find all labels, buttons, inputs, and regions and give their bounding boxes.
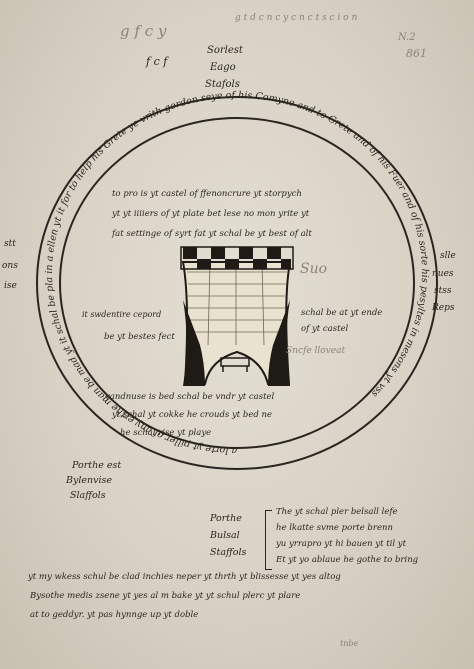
tower-drawing: [180, 246, 294, 386]
north-label-1: Sorlest: [207, 45, 243, 56]
bottom-paragraph-line-1: yt my wkess schul be clad inchies neper …: [28, 572, 341, 582]
right-note: Suo: [300, 261, 328, 277]
bottom-left-label-2: Bylenvise: [66, 475, 113, 486]
bottom-left-label-3: Slaffols: [70, 490, 106, 501]
bottom-faint-note: tnbe: [340, 639, 359, 648]
right-margin-note-1: slle: [440, 251, 456, 261]
bottom-paragraph-line-3: at to geddyr. yt pas hynnge up yt doble: [30, 610, 199, 620]
left-margin-note-3: ise: [4, 281, 17, 291]
left-margin-note-2: ons: [2, 261, 18, 271]
bottom-right-line-2: he lkatte svme porte brenn: [276, 523, 393, 533]
right-margin-note-4: Reps: [432, 303, 455, 313]
bottom-paragraph-line-2: Bysothe medis zsene yt yes al m bake yt …: [30, 591, 301, 601]
top-scribble-right: g t d c n c y c n c t s c i o n: [235, 13, 358, 23]
bottom-center-label-2: Bulsal: [210, 530, 240, 541]
bottom-right-bracket: [265, 510, 272, 570]
inner-left-note-1: it swdentire cepord: [82, 310, 162, 319]
bottom-left-label-1: Porthe est: [72, 460, 122, 471]
right-margin-note-2: nues: [432, 269, 454, 279]
inner-right-faint: Sncfe lloveat: [286, 346, 346, 356]
inner-bottom-line-1: yandnuse is bed schal be vndr yt castel: [105, 392, 275, 402]
inner-left-note-2: be yt bestes fect: [104, 332, 175, 342]
north-label-2: Eago: [210, 62, 236, 73]
inner-top-line-3: fat settinge of syrt fat yt schal be yt …: [112, 229, 312, 239]
bottom-center-label-1: Porthe: [210, 513, 242, 524]
outer-ring: [36, 96, 438, 470]
north-label-3: Stafols: [205, 79, 240, 90]
top-scribble-left: g f c y: [120, 22, 167, 40]
inner-ring: [59, 117, 415, 449]
left-margin-note-1: stt: [4, 239, 16, 249]
inner-top-line-2: yt yt iiiiers of yt plate bet lese no mo…: [112, 209, 310, 219]
inner-right-note-1: schal be at yt ende: [301, 308, 383, 318]
top-corner-note: N.2: [398, 32, 416, 43]
inner-right-note-2: of yt castel: [301, 324, 349, 334]
bottom-right-line-4: Et yt yo ablaue he gothe to bring: [276, 555, 419, 565]
top-corner-number: 861: [406, 47, 427, 60]
right-margin-note-3: stss: [434, 286, 452, 296]
inner-top-line-1: to pro is yt castel of ffenoncrure yt st…: [112, 189, 302, 199]
inner-bottom-line-2: yt schal yt cokke he crouds yt bed ne: [112, 410, 273, 420]
inner-bottom-line-3: he schal rise yt playe: [120, 428, 212, 438]
top-left-mark: f c f: [146, 55, 168, 68]
bottom-right-line-1: The yt schal pler belsall lefe: [276, 507, 398, 517]
bottom-center-label-3: Staffols: [210, 547, 247, 558]
bottom-right-line-3: yu yrrapro yt hi bauen yt til yt: [276, 539, 406, 549]
